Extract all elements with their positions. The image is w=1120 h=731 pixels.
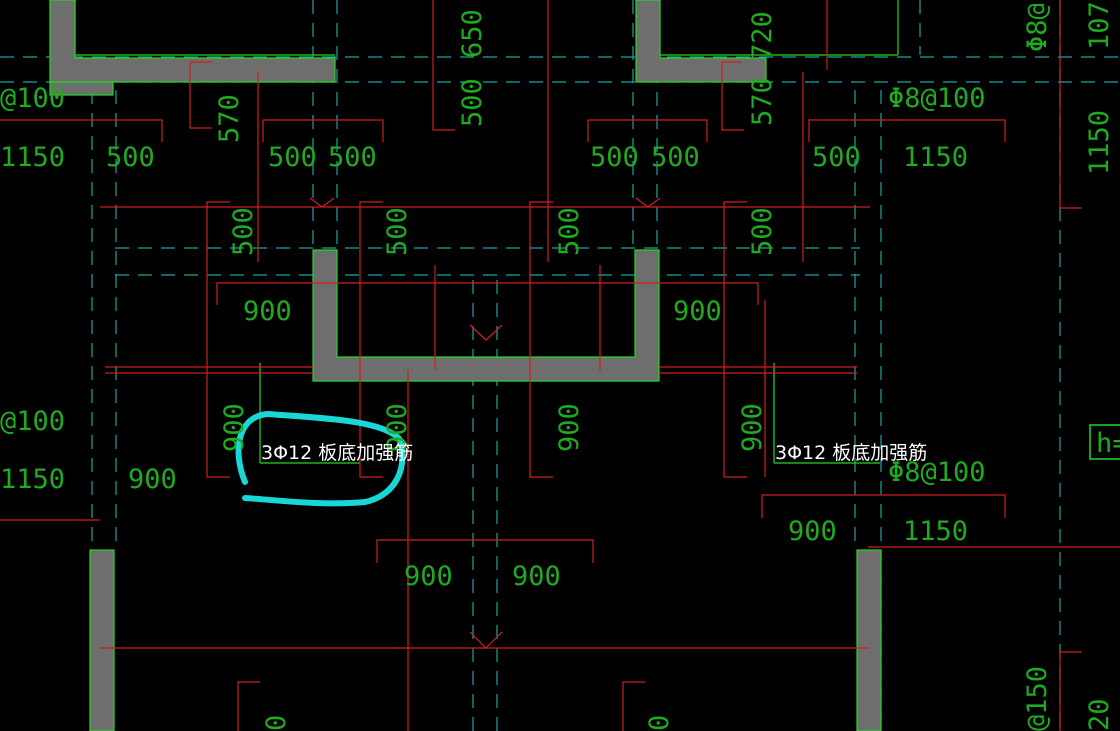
dim-570-a: 570 [214, 94, 245, 143]
vertical-dimension-labels: 570 570 650 720 500 500 500 500 500 1150… [214, 1, 1115, 731]
dim-500-v5: 500 [747, 207, 778, 256]
spec-right-mid: Φ8@100 [888, 457, 986, 488]
dim-500-a: 500 [106, 142, 155, 173]
note-left: 3Φ12 板底加强筋 [261, 442, 413, 464]
dim-500-v1: 500 [457, 78, 488, 127]
dim-500-c: 500 [328, 142, 377, 173]
dim-900-a: 900 [243, 296, 292, 327]
dim-900-b: 900 [673, 296, 722, 327]
dim-900-e: 900 [404, 561, 453, 592]
dim-500-f: 500 [812, 142, 861, 173]
dim-650: 650 [457, 9, 488, 58]
dim-1150-v: 1150 [1084, 110, 1115, 175]
dim-900-f: 900 [512, 561, 561, 592]
dim-900-d: 900 [788, 516, 837, 547]
spec-right-top: Φ8@100 [888, 83, 986, 114]
dim-900-v4: 900 [737, 403, 768, 452]
dim-20: 20 [1084, 698, 1115, 731]
dim-900-c: 900 [128, 464, 177, 495]
dim-1150-d: 1150 [903, 516, 968, 547]
dim-900-v1: 900 [219, 403, 250, 452]
note-right: 3Φ12 板底加强筋 [775, 442, 927, 464]
dim-570-b: 570 [747, 77, 778, 126]
dim-500-v3: 500 [382, 207, 413, 256]
dim-500-b: 500 [268, 142, 317, 173]
dim-1150-c: 1150 [0, 464, 65, 495]
h-label-box: h= [1089, 424, 1120, 460]
spec-left-mid: @100 [0, 406, 65, 437]
dim-1150-b: 1150 [903, 142, 968, 173]
dim-500-e: 500 [651, 142, 700, 173]
spec-left-top: @100 [0, 83, 65, 114]
rebar-notes: 3Φ12 板底加强筋 3Φ12 板底加强筋 [261, 442, 927, 464]
h-label: h= [1096, 428, 1120, 459]
dim-1150-a: 1150 [0, 142, 65, 173]
dim-500-v4: 500 [554, 207, 585, 256]
dim-107: 107 [1084, 1, 1115, 50]
dim-500-d: 500 [590, 142, 639, 173]
dim-900-v3: 900 [554, 403, 585, 452]
dim-720: 720 [747, 11, 778, 60]
spec-right-bottom: @150 [1022, 666, 1053, 731]
dimension-labels: 1150 500 500 500 500 500 500 1150 900 90… [0, 142, 968, 592]
dim-0-a: 0 [261, 715, 292, 731]
dim-900-v2: 900 [382, 403, 413, 452]
spec-right-edge: Φ8@ [1022, 3, 1053, 52]
rebar-spec-labels: @100 @100 Φ8@100 Φ8@100 Φ8@ @150 [0, 3, 1053, 731]
dim-0-b: 0 [644, 715, 675, 731]
markup-circle [235, 410, 406, 507]
dim-500-v2: 500 [228, 207, 259, 256]
